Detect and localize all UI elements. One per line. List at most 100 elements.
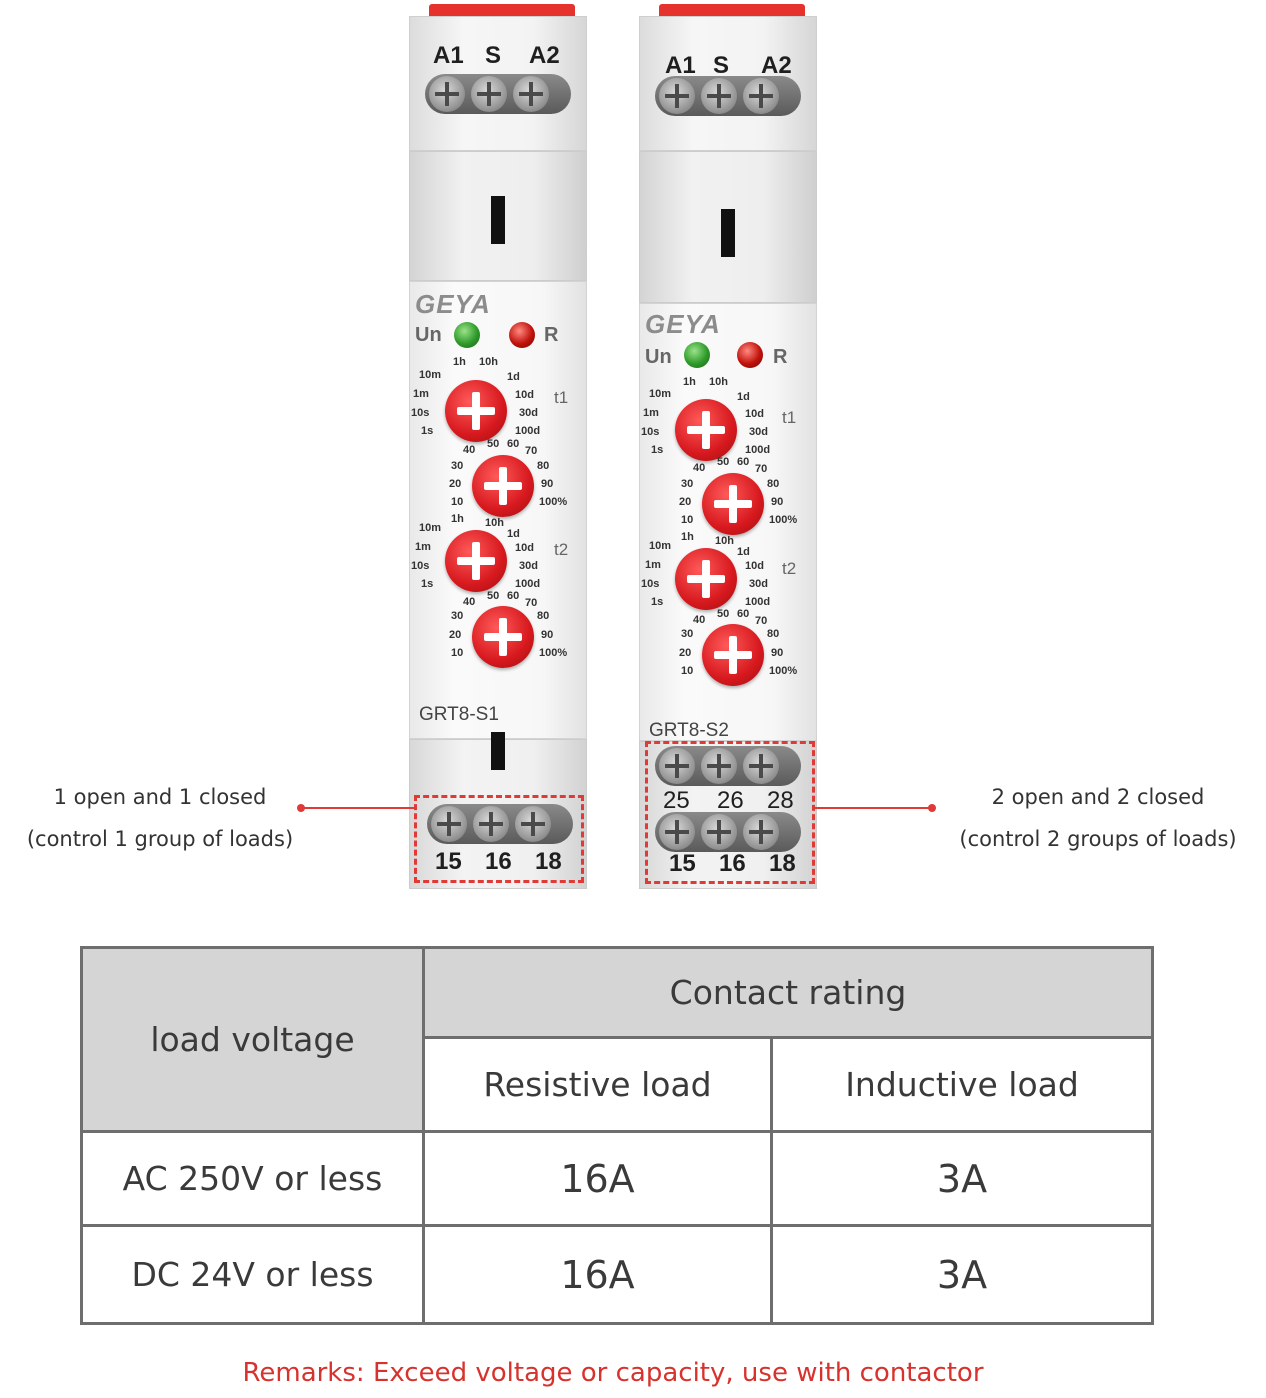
scale-label: 10d [515, 542, 534, 554]
scale-label: 10s [641, 426, 660, 438]
scale-label: 40 [463, 444, 476, 456]
callout-left-line [301, 807, 416, 809]
terminal-label-25: 25 [663, 787, 690, 814]
scale-label: 40 [693, 614, 706, 626]
scale-label: 70 [525, 445, 538, 457]
scale-label: 100% [539, 496, 568, 508]
scale-label: 100d [745, 444, 771, 456]
scale-label: 10 [451, 647, 464, 659]
t1-time-range-knob[interactable] [445, 380, 507, 442]
scale-label: 10 [681, 514, 694, 526]
scale-label: 1m [643, 407, 659, 419]
scale-label: 30d [519, 560, 538, 572]
terminal-label-15: 15 [435, 848, 462, 875]
callout-right-line2: (control 2 groups of loads) [959, 827, 1237, 851]
terminal-label-s: S [485, 42, 502, 69]
scale-label: 80 [767, 478, 780, 490]
power-led-icon [454, 322, 480, 348]
scale-label: 80 [767, 628, 780, 640]
scale-label: 90 [541, 478, 554, 490]
t2-time-range-knob[interactable] [675, 548, 737, 610]
scale-label: 10s [411, 560, 430, 572]
scale-label: 1d [737, 546, 750, 558]
scale-label: 1s [421, 425, 434, 437]
callout-right-line [815, 807, 932, 809]
relay-led-icon [737, 342, 763, 368]
scale-label: 10 [681, 665, 694, 677]
lower-slot [491, 732, 505, 770]
t1-percent-knob[interactable] [702, 473, 764, 535]
scale-label: 10m [419, 522, 442, 534]
screw-icon [743, 748, 779, 784]
t1-percent-knob[interactable] [472, 455, 534, 517]
scale-label: 10s [641, 578, 660, 590]
brand-logo: GEYA [415, 289, 491, 319]
scale-label: 10s [411, 407, 430, 419]
scale-label: 1h [683, 376, 696, 388]
scale-label: 100% [769, 514, 798, 526]
callout-right-line1: 2 open and 2 closed [991, 785, 1205, 809]
row-inductive-value: 3A [770, 1224, 1154, 1325]
scale-label: 80 [537, 460, 550, 472]
top-screw-row [655, 76, 801, 116]
scale-label: 90 [541, 629, 554, 641]
row-voltage: DC 24V or less [80, 1224, 425, 1325]
output-contacts-highlight-s2 [645, 741, 815, 884]
scale-label: 50 [487, 438, 500, 450]
screw-icon [743, 814, 779, 850]
din-clip-top [429, 4, 575, 16]
scale-label: 30 [681, 628, 694, 640]
scale-label: 10m [649, 388, 672, 400]
screw-icon [429, 76, 465, 112]
mid-screw-row [655, 746, 801, 786]
contact-rating-table: load voltage Contact rating Resistive lo… [80, 946, 1154, 1325]
scale-label: 40 [463, 596, 476, 608]
t1-time-range-knob[interactable] [675, 399, 737, 461]
scale-label: 100d [745, 596, 771, 608]
header-inductive-load: Inductive load [770, 1036, 1154, 1133]
scale-label: 1m [645, 559, 661, 571]
relay-grt8-s2: A1 S A2 GEYA Un R 10m 1m 10s 1s 1h 10h 1… [639, 4, 817, 889]
header-resistive-load: Resistive load [422, 1036, 773, 1133]
t2-label: t2 [782, 559, 797, 578]
screw-icon [743, 78, 779, 114]
led-label-r: R [773, 346, 788, 368]
screw-icon [659, 814, 695, 850]
scale-label: 90 [771, 647, 784, 659]
upper-slot [491, 196, 505, 244]
model-label: GRT8-S1 [419, 704, 499, 725]
scale-label: 30 [681, 478, 694, 490]
terminal-label-16: 16 [719, 850, 746, 877]
screw-icon [473, 806, 509, 842]
row-resistive-value: 16A [422, 1130, 773, 1227]
scale-label: 50 [717, 608, 730, 620]
model-label: GRT8-S2 [649, 720, 729, 741]
scale-label: 40 [693, 462, 706, 474]
scale-label: 1s [651, 596, 664, 608]
t2-time-range-knob[interactable] [445, 530, 507, 592]
terminal-label-15: 15 [669, 850, 696, 877]
scale-label: 10d [515, 389, 534, 401]
table-row: AC 250V or less 16A 3A [80, 1130, 1154, 1227]
scale-label: 100% [769, 665, 798, 677]
terminal-label-18: 18 [769, 850, 796, 877]
scale-label: 10h [715, 535, 734, 547]
scale-label: 1h [681, 531, 694, 543]
scale-label: 60 [737, 456, 750, 468]
scale-label: 50 [487, 590, 500, 602]
scale-label: 20 [449, 478, 462, 490]
scale-label: 10m [419, 369, 442, 381]
scale-label: 60 [507, 438, 520, 450]
header-contact-rating: Contact rating [422, 946, 1154, 1039]
terminal-label-28: 28 [767, 787, 794, 814]
scale-label: 10h [485, 517, 504, 529]
t2-percent-knob[interactable] [702, 624, 764, 686]
row-voltage: AC 250V or less [80, 1130, 425, 1227]
scale-label: 20 [679, 647, 692, 659]
scale-label: 80 [537, 610, 550, 622]
terminal-label-18: 18 [535, 848, 562, 875]
terminal-label-16: 16 [485, 848, 512, 875]
screw-icon [659, 78, 695, 114]
terminal-label-s: S [713, 52, 730, 79]
t2-percent-knob[interactable] [472, 606, 534, 668]
